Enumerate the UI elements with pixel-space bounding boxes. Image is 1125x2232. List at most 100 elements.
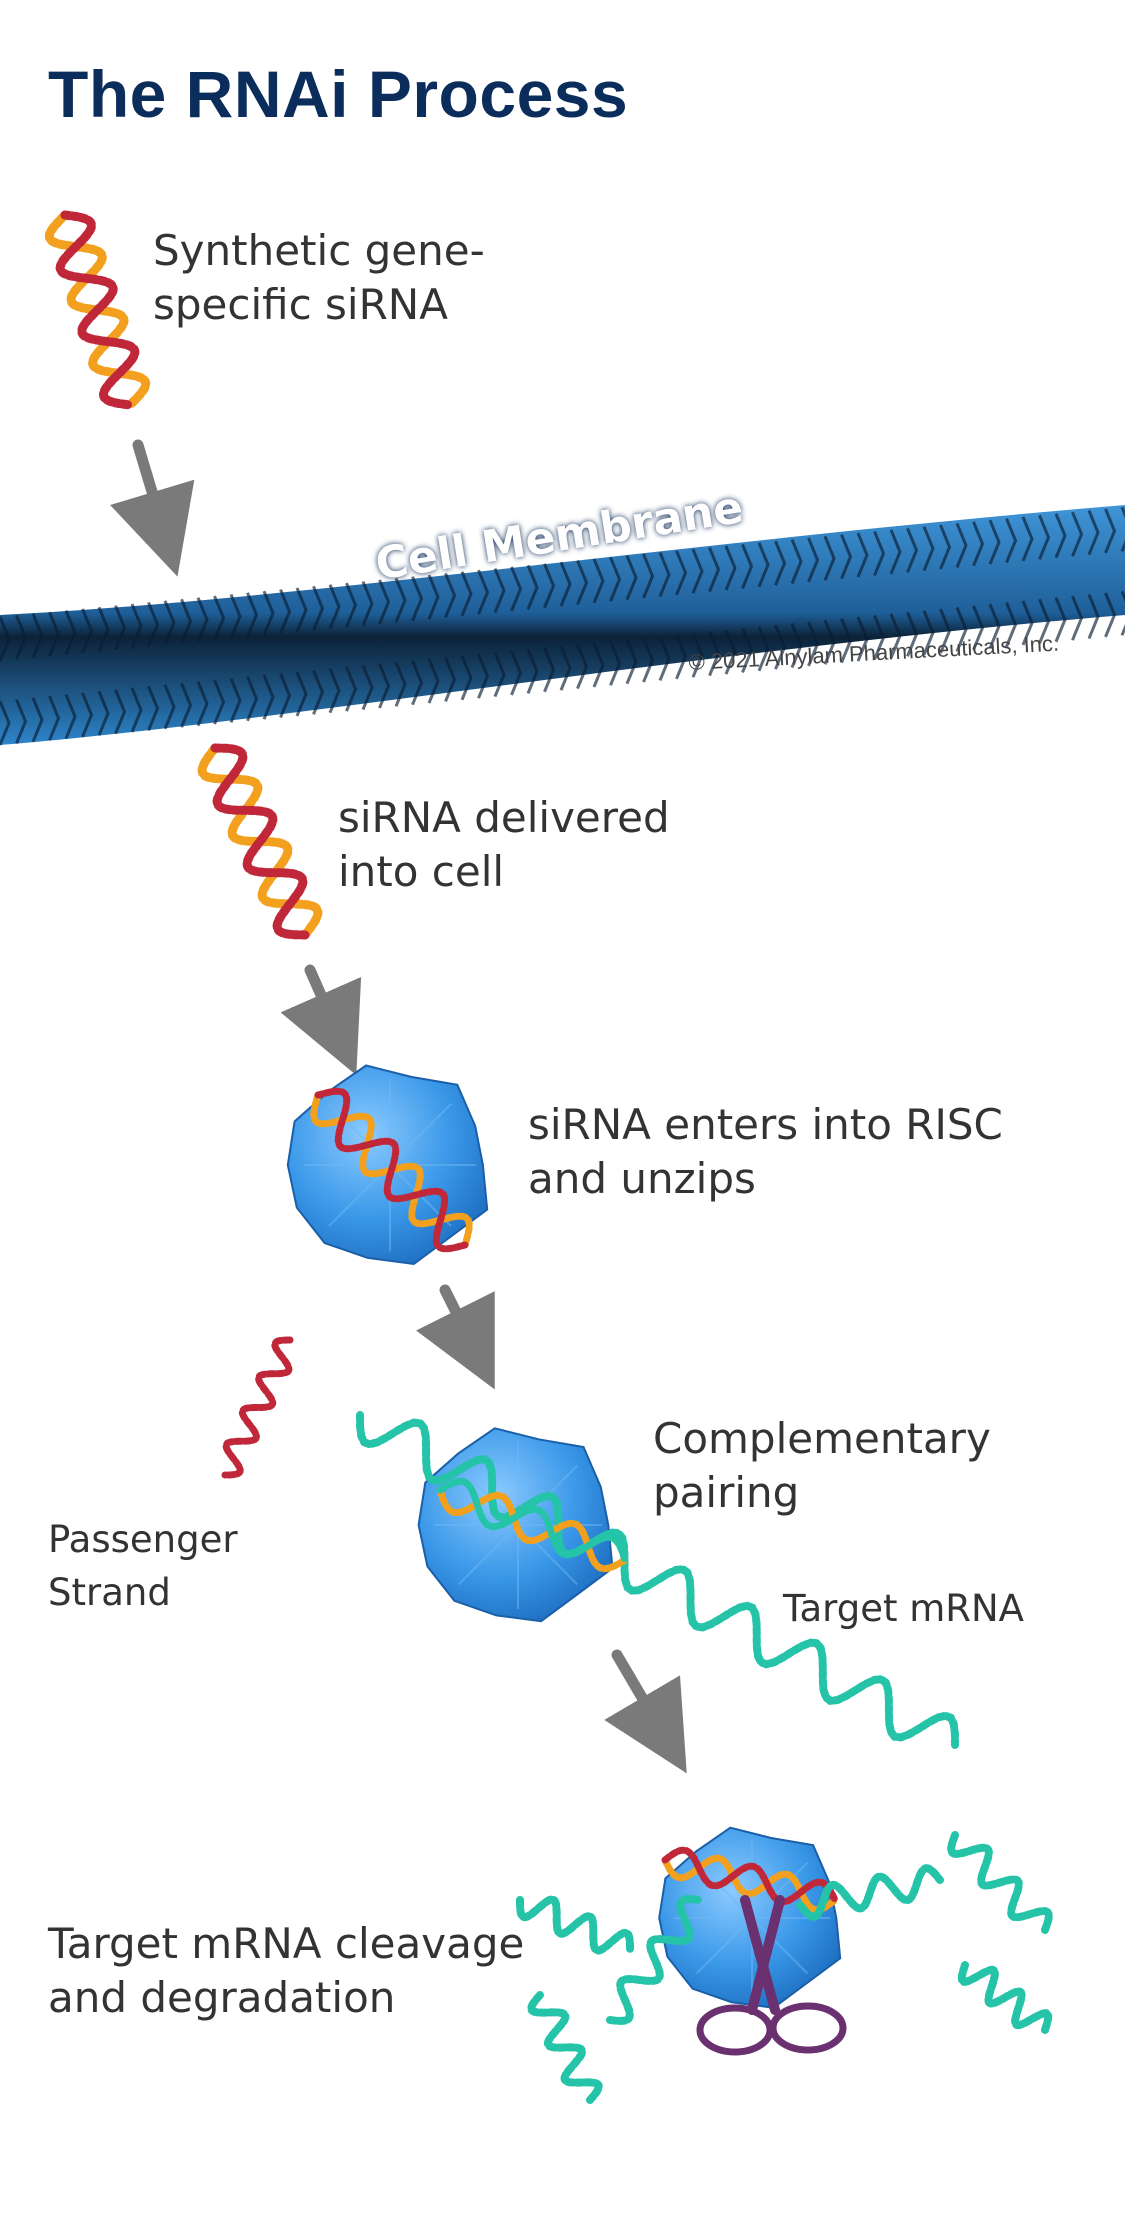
membrane-ridge [790,538,803,669]
membrane-ridge [741,543,754,673]
membrane-ridge [988,519,1001,649]
membrane-ridge [31,613,44,743]
scissors-icon [696,1895,847,2056]
mrna-fragment [796,1864,944,1921]
step-complementary-pairing-label: Complementary pairing [653,1414,991,1517]
cell-membrane [0,505,1125,746]
membrane-ridge [807,537,820,667]
membrane-ridge [576,559,589,690]
membrane-ridge [1054,513,1067,643]
membrane-ridge [262,590,275,720]
membrane-ridge [81,608,94,738]
target-mrna-label: Target mRNA [783,1587,1024,1630]
membrane-ridge [279,589,292,719]
membrane-ridge [510,566,523,696]
page-title: The RNAi Process [48,57,629,131]
paired-sirna-mrna [436,1477,629,1573]
step-synthetic-sirna-label: Synthetic gene- specific siRNA [153,226,485,329]
molecules [44,210,1053,2104]
membrane-band [0,505,1125,745]
membrane-ridge [955,522,968,652]
membrane-ridge [477,569,490,699]
step-risc-unzip-label: siRNA enters into RISC and unzips [528,1100,1003,1203]
target-mrna-strand [356,1411,959,1749]
membrane-ridge [345,582,358,712]
membrane-ridge [213,595,226,725]
mrna-fragment [606,1895,704,2025]
membrane-ridge [48,611,61,741]
membrane-ridge [460,571,473,701]
membrane-ridge [444,572,457,703]
mrna-fragment [516,1895,634,1955]
membrane-ridge [15,614,28,744]
membrane-ridge [328,584,341,714]
membrane-ridge [312,585,325,715]
guide-strand-molecule [661,1846,839,1914]
membrane-ridge [840,534,853,664]
membrane-ridge [1038,514,1051,644]
membrane-ridge [493,568,506,698]
membrane-ridge [939,524,952,654]
synthetic-sirna-molecule [44,210,151,410]
membrane-ridge [972,521,985,651]
membrane-ridge [378,579,391,709]
membrane-ridge [592,558,605,688]
membrane-ridge [823,535,836,665]
membrane-ridge [394,577,407,707]
passenger-strand-molecule [221,1336,294,1479]
membrane-ridge [526,564,539,694]
membrane-ridge [130,603,143,733]
mrna-fragment [947,1831,1053,1934]
membrane-ridge [889,529,902,659]
membrane-ridge [1104,508,1117,638]
process-arrow [604,1649,687,1774]
membrane-ridge [163,600,176,730]
membrane-ridge [856,532,869,662]
membrane-ridge [1071,511,1084,641]
membrane-ridge [543,563,556,693]
membrane-ridge [180,598,193,728]
membrane-ridge [642,553,655,683]
membrane-ridge [427,574,440,704]
membrane-ridge [196,597,209,727]
membrane-ridge [361,580,374,711]
membrane-ridge [906,527,919,657]
process-arrows [110,439,687,1774]
membrane-ridge [246,592,259,722]
process-arrow [416,1284,495,1390]
membrane-ridge [774,540,787,670]
membrane-ridge [658,551,671,682]
membrane-ridge [411,576,424,706]
passenger-strand-label: Passenger Strand [48,1518,238,1614]
membrane-ridge [1005,518,1018,648]
membrane-ridge [97,606,110,736]
membrane-ridge [708,547,721,677]
membrane-ridge [609,556,622,686]
membrane-ridge [229,593,242,723]
unzipping-sirna-molecule [310,1087,473,1253]
membrane-ridge [724,545,737,675]
membrane-ridge [559,561,572,691]
membrane-ridge [691,548,704,678]
membrane-ridge [922,526,935,656]
step-sirna-delivered-label: siRNA delivered into cell [338,793,670,896]
membrane-ridge [295,587,308,717]
membrane-ridge [64,609,77,740]
mrna-fragment [957,1961,1053,2034]
membrane-ridge [625,555,638,685]
membrane-ridge [675,550,688,680]
membrane-ridge [1087,509,1100,640]
delivered-sirna-molecule [197,743,323,940]
membrane-ridge [757,542,770,672]
membrane-ridge [147,601,160,732]
mrna-fragment [527,1991,603,2104]
membrane-ridge [0,616,11,746]
process-arrow [110,439,195,577]
process-arrow [280,964,362,1076]
membrane-ridge [1021,516,1034,646]
membrane-ridge [873,530,886,661]
step-cleavage-label: Target mRNA cleavage and degradation [48,1919,525,2022]
membrane-ridge [114,605,127,735]
